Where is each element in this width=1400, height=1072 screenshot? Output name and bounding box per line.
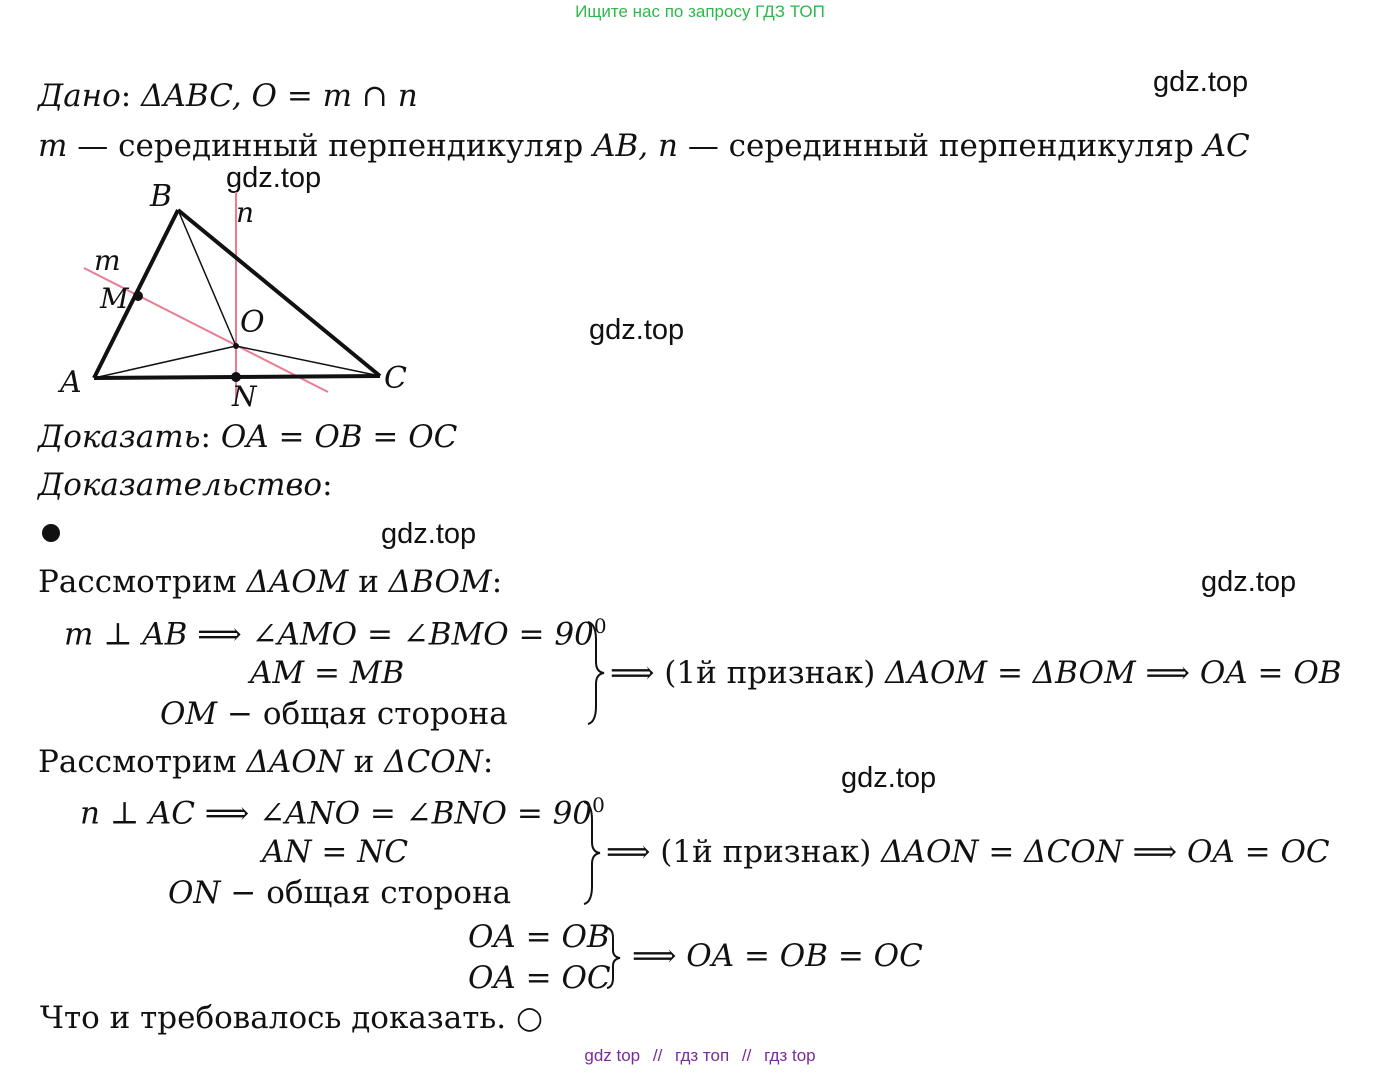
prove-label: Доказать xyxy=(38,419,201,455)
step2-line3: ON − общая сторона xyxy=(168,875,512,911)
qed-line: Что и требовалось доказать. ○ xyxy=(40,1000,543,1036)
step2-intro: Рассмотрим ΔAON и ΔCON: xyxy=(38,744,494,780)
step1-intro: Рассмотрим ΔAOM и ΔBOM: xyxy=(38,564,503,600)
triangle-figure: B n m M O A C N xyxy=(57,179,407,410)
given-line: Дано: ΔABC, O = m ∩ n xyxy=(38,78,418,114)
point-n xyxy=(231,372,241,382)
step2-line1: n ⊥ AC ⟹ ∠ANO = ∠BNO = 900 xyxy=(80,793,605,832)
point-o xyxy=(233,343,239,349)
label-a: A xyxy=(57,365,82,400)
label-n-line: n xyxy=(236,196,254,229)
step1-line2: AM = MB xyxy=(250,655,405,691)
given-expr: ΔABC, O = m ∩ n xyxy=(141,78,418,114)
bullet xyxy=(42,524,60,542)
label-m-line: m xyxy=(94,244,121,277)
top-banner: Ищите нас по запросу ГДЗ ТОП xyxy=(575,2,825,21)
step1-line3: OM − общая сторона xyxy=(160,696,508,732)
segment-co xyxy=(235,345,381,377)
watermark: gdz.top xyxy=(841,762,937,794)
side-bc xyxy=(176,208,382,378)
step1-result: ⟹ (1й признак) ΔAOM = ΔBOM ⟹ OA = OB xyxy=(610,655,1342,691)
line-m xyxy=(83,267,329,393)
brace-conclusion xyxy=(606,927,621,989)
given-label: Дано xyxy=(38,78,121,114)
prove-expr: OA = OB = OC xyxy=(220,419,458,455)
watermark: gdz.top xyxy=(1201,566,1297,598)
label-c: C xyxy=(384,361,407,396)
conclusion-line2: OA = OC xyxy=(468,960,611,996)
watermark: gdz.top xyxy=(226,162,322,194)
conclusion-line1: OA = OB xyxy=(468,919,610,955)
footer-link[interactable]: gdz top xyxy=(584,1046,641,1065)
watermark: gdz.top xyxy=(1153,66,1249,98)
footer-link[interactable]: гдз топ xyxy=(675,1046,730,1065)
footer-separator: // xyxy=(741,1046,752,1065)
watermark: gdz.top xyxy=(589,314,685,346)
prove-line: Доказать: OA = OB = OC xyxy=(38,419,458,455)
proof-line: Доказательство: xyxy=(38,467,333,503)
label-n: N xyxy=(231,380,258,410)
segment-bo xyxy=(177,209,237,347)
footer: gdz top // гдз топ // гдз top xyxy=(0,1046,1400,1066)
label-b: B xyxy=(149,179,172,214)
footer-link[interactable]: гдз top xyxy=(764,1046,816,1065)
segment-ao xyxy=(93,345,237,379)
given-line-2: m — серединный перпендикуляр AB, n — сер… xyxy=(38,128,1250,164)
conclusion-result: ⟹ OA = OB = OC xyxy=(632,938,923,974)
proof-label: Доказательство xyxy=(38,467,323,503)
footer-separator: // xyxy=(652,1046,663,1065)
step2-line2: AN = NC xyxy=(262,834,409,870)
watermark: gdz.top xyxy=(381,518,477,550)
label-m: M xyxy=(99,282,130,315)
brace-step2 xyxy=(583,801,601,905)
step2-result: ⟹ (1й признак) ΔAON = ΔCON ⟹ OA = OC xyxy=(606,834,1330,870)
brace-step1 xyxy=(587,621,605,725)
label-o: O xyxy=(240,305,265,340)
point-m xyxy=(133,291,143,301)
step1-line1: m ⊥ AB ⟹ ∠AMO = ∠BMO = 900 xyxy=(64,614,607,653)
